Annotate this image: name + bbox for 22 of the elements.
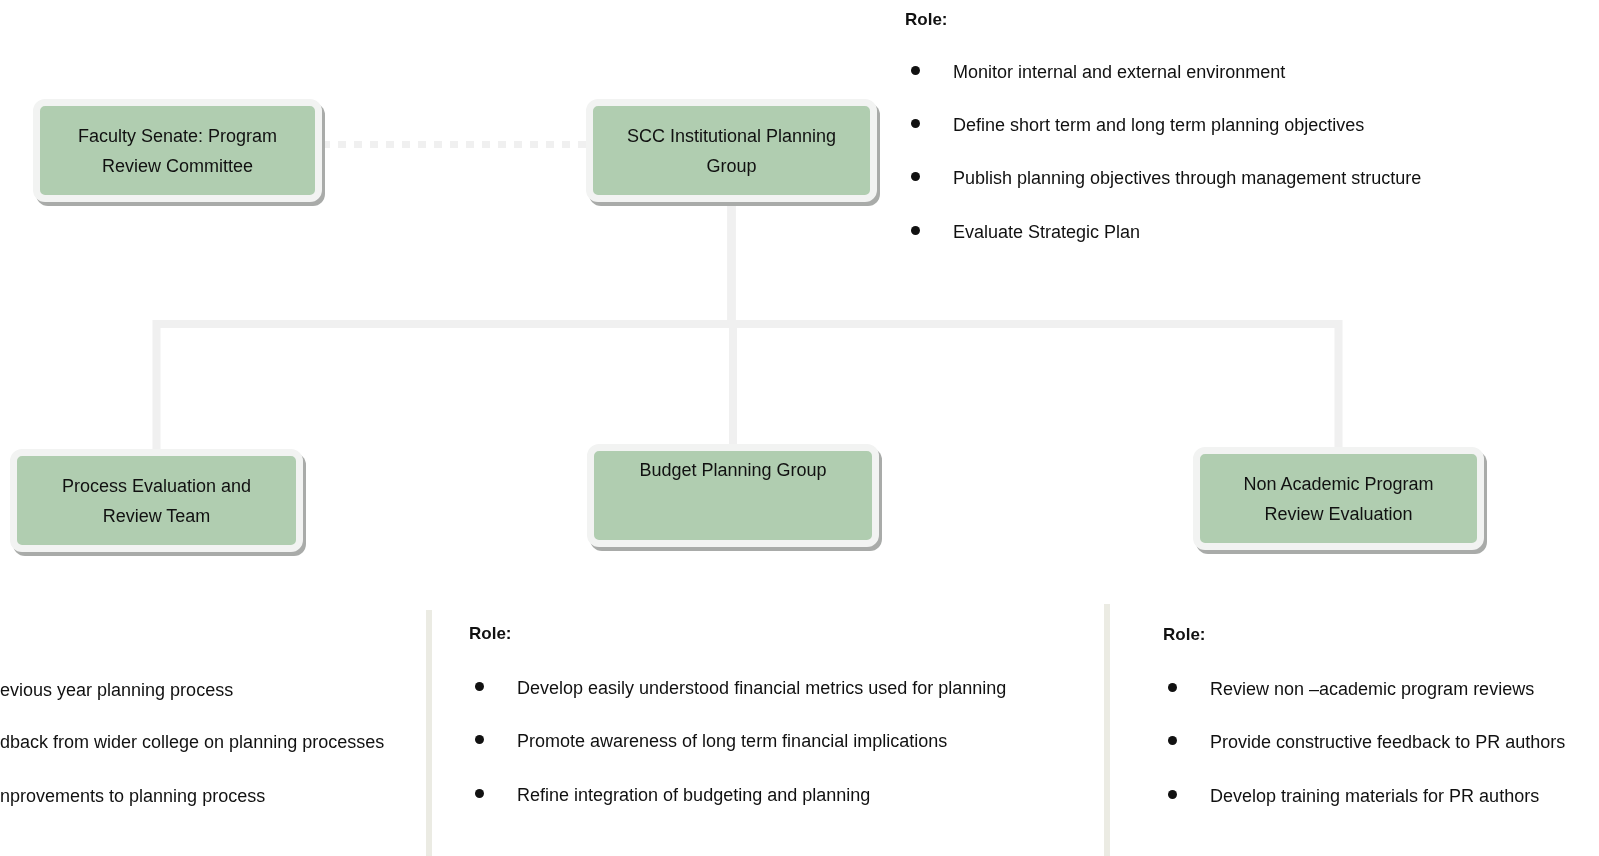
box-label: Budget Planning Group [639,459,827,482]
role-item: Evaluate Strategic Plan [953,221,1141,243]
role-item: Monitor internal and external environment [953,61,1286,83]
role-item: Develop easily understood financial metrics used for planning [517,677,1007,699]
role-item: Provide constructive feedback to PR authors [1210,731,1566,753]
role-item: Promote awareness of long term financial implications [517,730,948,752]
role-item: nprovements to planning process [0,785,266,807]
box-label: Faculty Senate: Program Review Committee [76,124,279,178]
role-item: Develop training materials for PR authors [1210,785,1540,807]
role-heading: Role: [905,9,948,31]
role-item: Publish planning objectives through management structure [953,167,1422,189]
role-item: Refine integration of budgeting and planning [517,784,871,806]
role-item: Review non –academic program reviews [1210,678,1535,700]
connector-line [322,141,586,148]
box-label: SCC Institutional Planning Group [625,124,838,178]
role-heading: Role: [469,623,512,645]
box-label: Non Academic Program Review Evaluation [1242,472,1435,526]
role-heading: Role: [1163,624,1206,646]
role-item: Define short term and long term planning objectives [953,114,1365,136]
box-label: Process Evaluation and Review Team [60,474,253,528]
role-item: evious year planning process [0,679,234,701]
role-item: dback from wider college on planning processes [0,731,385,753]
